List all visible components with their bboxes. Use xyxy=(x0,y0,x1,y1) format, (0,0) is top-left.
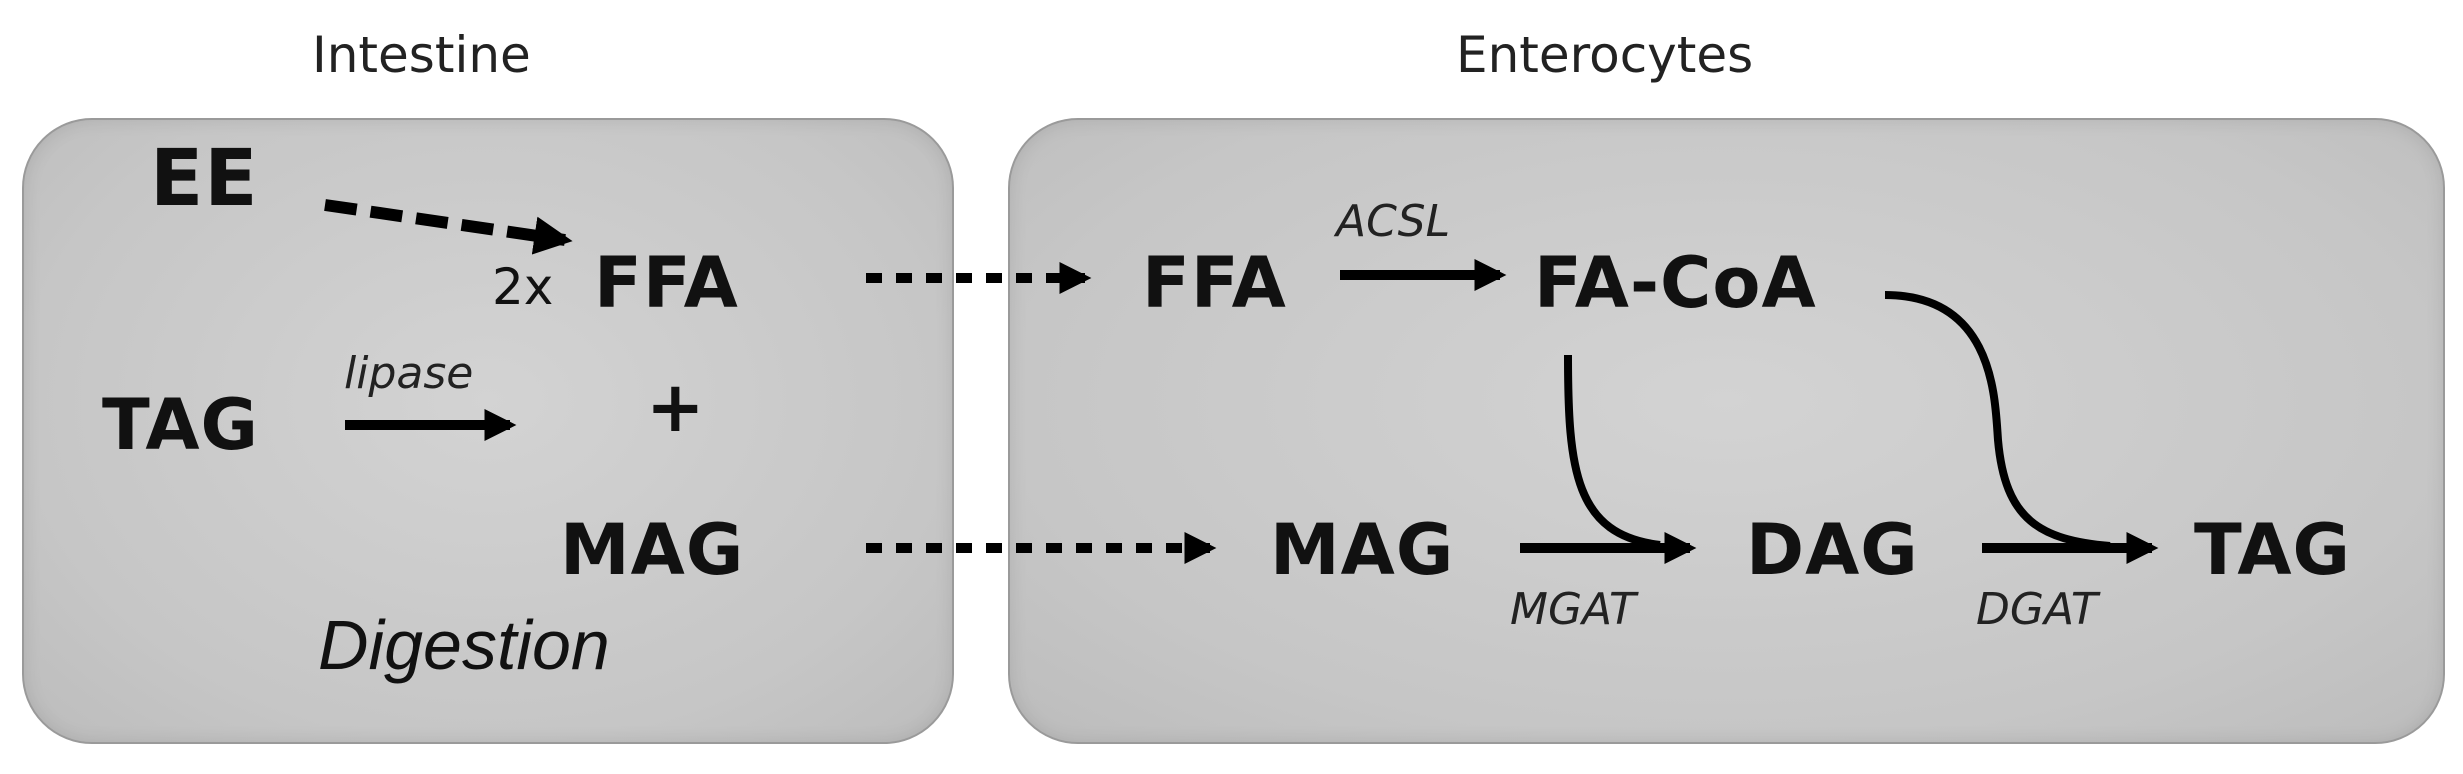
lipase-label: lipase xyxy=(344,348,474,399)
ee-to-ffa-arrow xyxy=(324,199,573,255)
multiplier-label: 2x xyxy=(492,258,554,316)
ee-label: EE xyxy=(150,134,259,224)
enterocytes-panel xyxy=(1008,118,2445,744)
intestine-ffa-label: FFA xyxy=(594,242,739,324)
enterocytes-ffa-label: FFA xyxy=(1142,242,1287,324)
intestine-title: Intestine xyxy=(312,26,531,84)
facoa-to-dgat-curve xyxy=(1884,291,2111,550)
dag-label: DAG xyxy=(1746,509,1919,591)
dgat-label: DGAT xyxy=(1976,584,2098,635)
mgat-label: MGAT xyxy=(1510,584,1636,635)
digestion-caption: Digestion xyxy=(318,606,610,684)
acsl-label: ACSL xyxy=(1336,196,1451,247)
enterocytes-mag-label: MAG xyxy=(1270,509,1455,591)
enterocytes-title: Enterocytes xyxy=(1456,26,1754,84)
enterocytes-tag-label: TAG xyxy=(2194,509,2351,591)
intestine-tag-label: TAG xyxy=(102,384,259,466)
facoa-to-mgat-curve xyxy=(1564,354,1661,549)
fa-coa-label: FA-CoA xyxy=(1534,242,1817,324)
plus-label: + xyxy=(646,366,706,448)
intestine-mag-label: MAG xyxy=(560,509,745,591)
